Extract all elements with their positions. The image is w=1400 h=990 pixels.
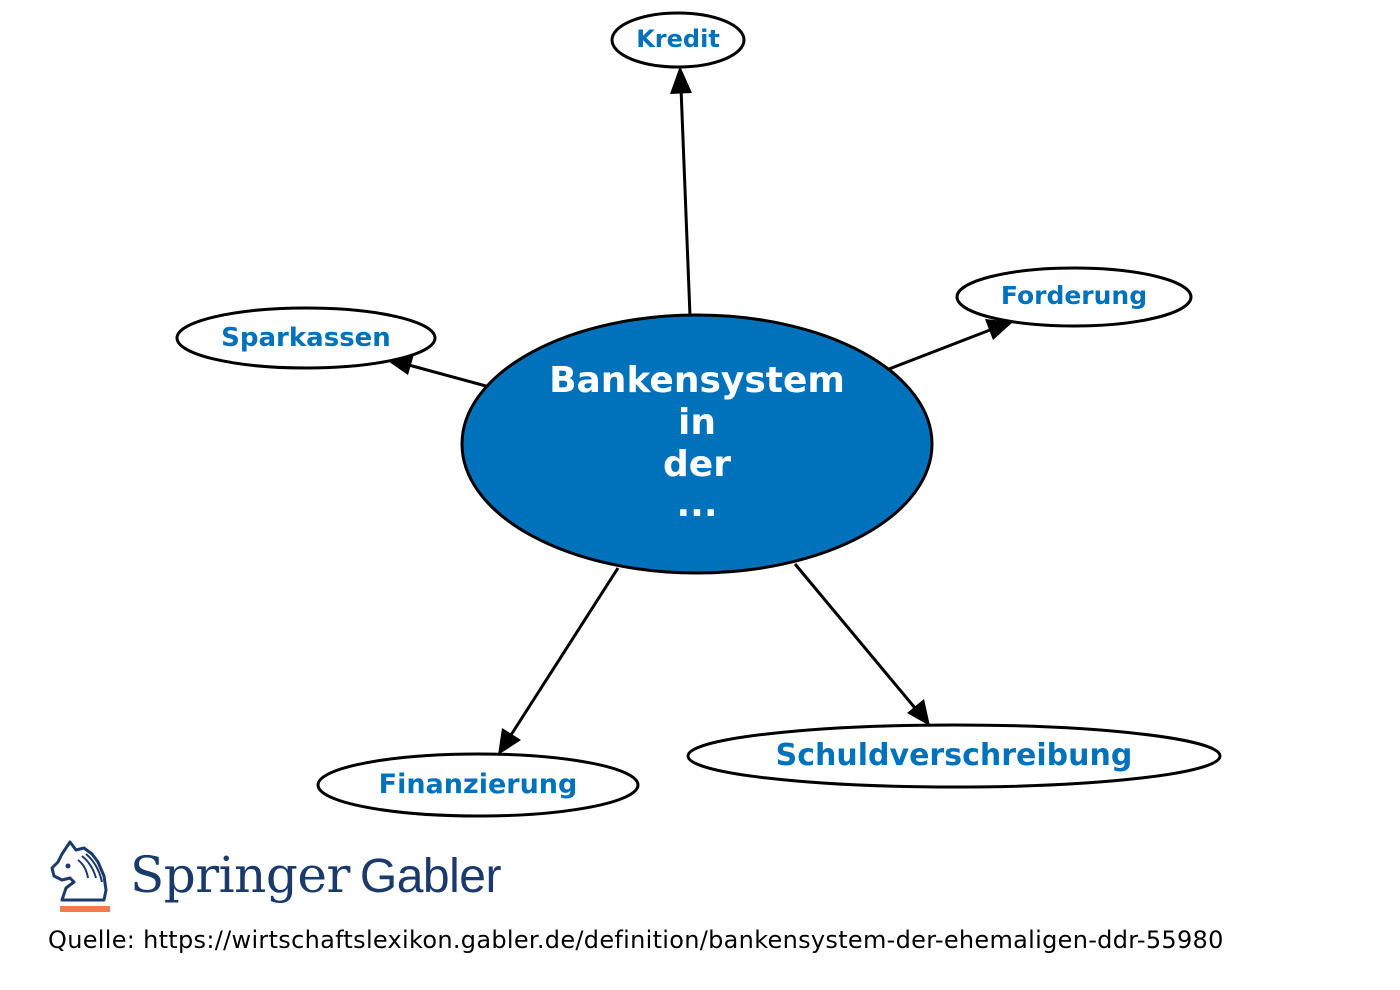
node-kredit[interactable]: Kredit (610, 11, 746, 69)
arrowhead-schuldverschreibung (907, 699, 930, 726)
edge-to-schuldverschreibung (793, 563, 917, 709)
edge-to-forderung (888, 328, 991, 371)
chess-knight-icon (50, 840, 110, 912)
node-sparkassen-label: Sparkassen (221, 323, 391, 353)
center-label-line-1: Bankensystem (549, 360, 845, 401)
center-node[interactable] (460, 313, 934, 575)
logo-publisher: Springer (130, 846, 350, 904)
node-forderung[interactable]: Forderung (955, 266, 1193, 328)
center-label-line-4: ... (676, 484, 717, 525)
edge-to-finanzierung (509, 567, 620, 736)
arrowhead-kredit (670, 66, 692, 94)
node-schuldverschreibung[interactable]: Schuldverschreibung (686, 723, 1222, 789)
arrowhead-finanzierung (498, 728, 521, 755)
node-forderung-label: Forderung (1001, 281, 1147, 310)
center-label-line-3: der (663, 444, 731, 485)
source-citation: Quelle: https://wirtschaftslexikon.gable… (48, 926, 1224, 954)
node-sparkassen[interactable]: Sparkassen (175, 306, 437, 370)
edge-to-kredit (679, 87, 692, 317)
node-finanzierung-label: Finanzierung (379, 769, 578, 800)
arrowhead-forderung (985, 319, 1013, 340)
node-finanzierung[interactable]: Finanzierung (316, 752, 640, 818)
node-schuldverschreibung-label: Schuldverschreibung (776, 738, 1133, 773)
center-label-line-2: in (678, 402, 716, 443)
edge-to-sparkassen (404, 362, 487, 388)
logo-imprint: Gabler (359, 850, 502, 903)
node-kredit-label: Kredit (636, 25, 720, 53)
